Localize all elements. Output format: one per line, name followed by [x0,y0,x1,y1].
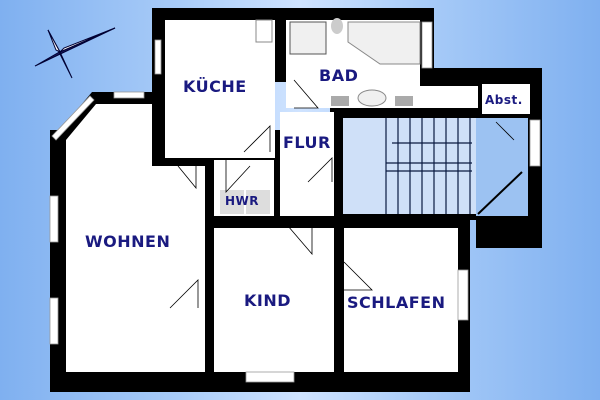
room-label-wohnen: WOHNEN [85,232,171,251]
room-label-schlafen: SCHLAFEN [347,293,446,312]
room-flur [280,112,334,216]
room-label-kind: KIND [244,291,292,310]
room-kueche [165,20,275,158]
room-wohnen [66,104,205,372]
compass-rose-icon [34,27,116,79]
room-abst [482,84,530,114]
room-label-bad: BAD [319,66,359,85]
door-swings [169,79,515,309]
room-schlafen [344,228,458,372]
staircase [343,118,537,231]
room-label-flur: FLUR [283,133,331,152]
room-label-hwr: HWR [225,194,260,208]
room-label-kueche: KÜCHE [183,77,247,96]
bath-fixtures [220,18,421,214]
room-label-abst: Abst. [485,93,523,107]
windows [49,21,541,383]
room-kind [214,228,334,372]
